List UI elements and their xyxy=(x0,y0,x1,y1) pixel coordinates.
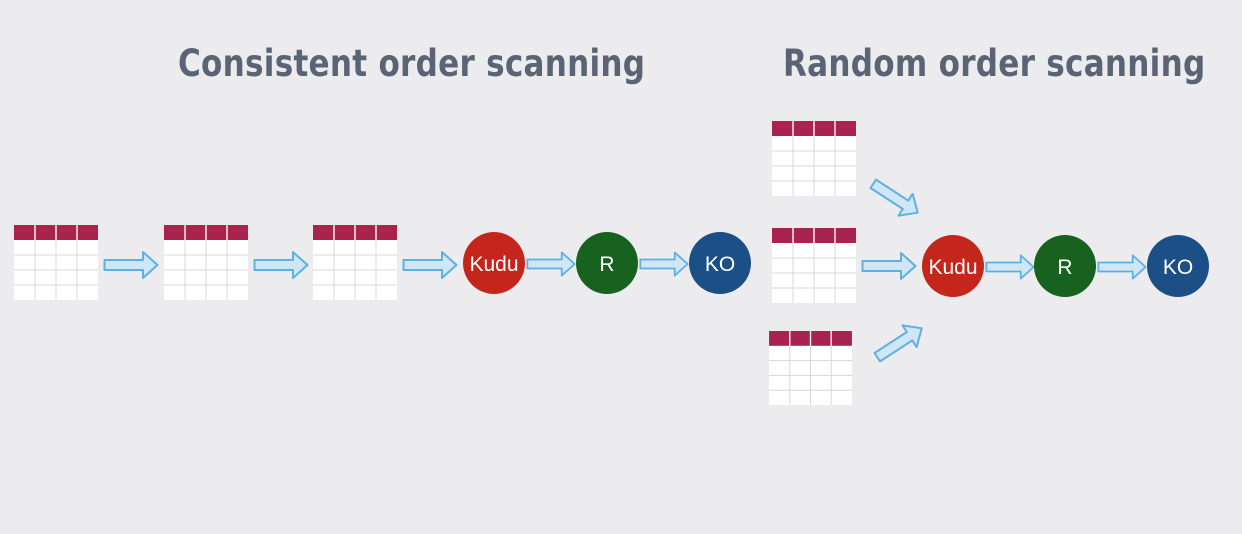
arrow-right-icon xyxy=(103,251,159,279)
table-middle xyxy=(772,228,856,303)
arrow-right-icon xyxy=(639,251,689,277)
table-bottom xyxy=(769,331,852,405)
kudu-node xyxy=(463,232,525,294)
arrow-right-icon xyxy=(985,254,1035,280)
kudu-node-label: Kudu xyxy=(469,253,518,276)
ko-node-label: KO xyxy=(1163,256,1193,279)
arrow-up-right-icon xyxy=(869,316,930,370)
table-1 xyxy=(14,225,98,300)
consistent-order-title: Consistent order scanning xyxy=(178,42,646,85)
ko-node xyxy=(1147,235,1209,297)
arrow-right-icon xyxy=(861,252,917,280)
arrow-right-icon xyxy=(402,251,458,279)
arrow-down-right-icon xyxy=(865,171,926,225)
arrow-right-icon xyxy=(526,251,576,277)
table-top xyxy=(772,121,856,196)
kudu-node xyxy=(922,235,984,297)
arrow-right-icon xyxy=(253,251,309,279)
kudu-node-label: Kudu xyxy=(928,256,977,279)
table-2 xyxy=(164,225,248,300)
arrow-right-icon xyxy=(1097,254,1147,280)
ko-node-label: KO xyxy=(705,253,735,276)
r-node xyxy=(1034,235,1096,297)
r-node xyxy=(576,232,638,294)
r-node-label: R xyxy=(1057,256,1072,279)
r-node-label: R xyxy=(599,253,614,276)
random-order-title: Random order scanning xyxy=(783,42,1206,85)
table-3 xyxy=(313,225,397,300)
ko-node xyxy=(689,232,751,294)
